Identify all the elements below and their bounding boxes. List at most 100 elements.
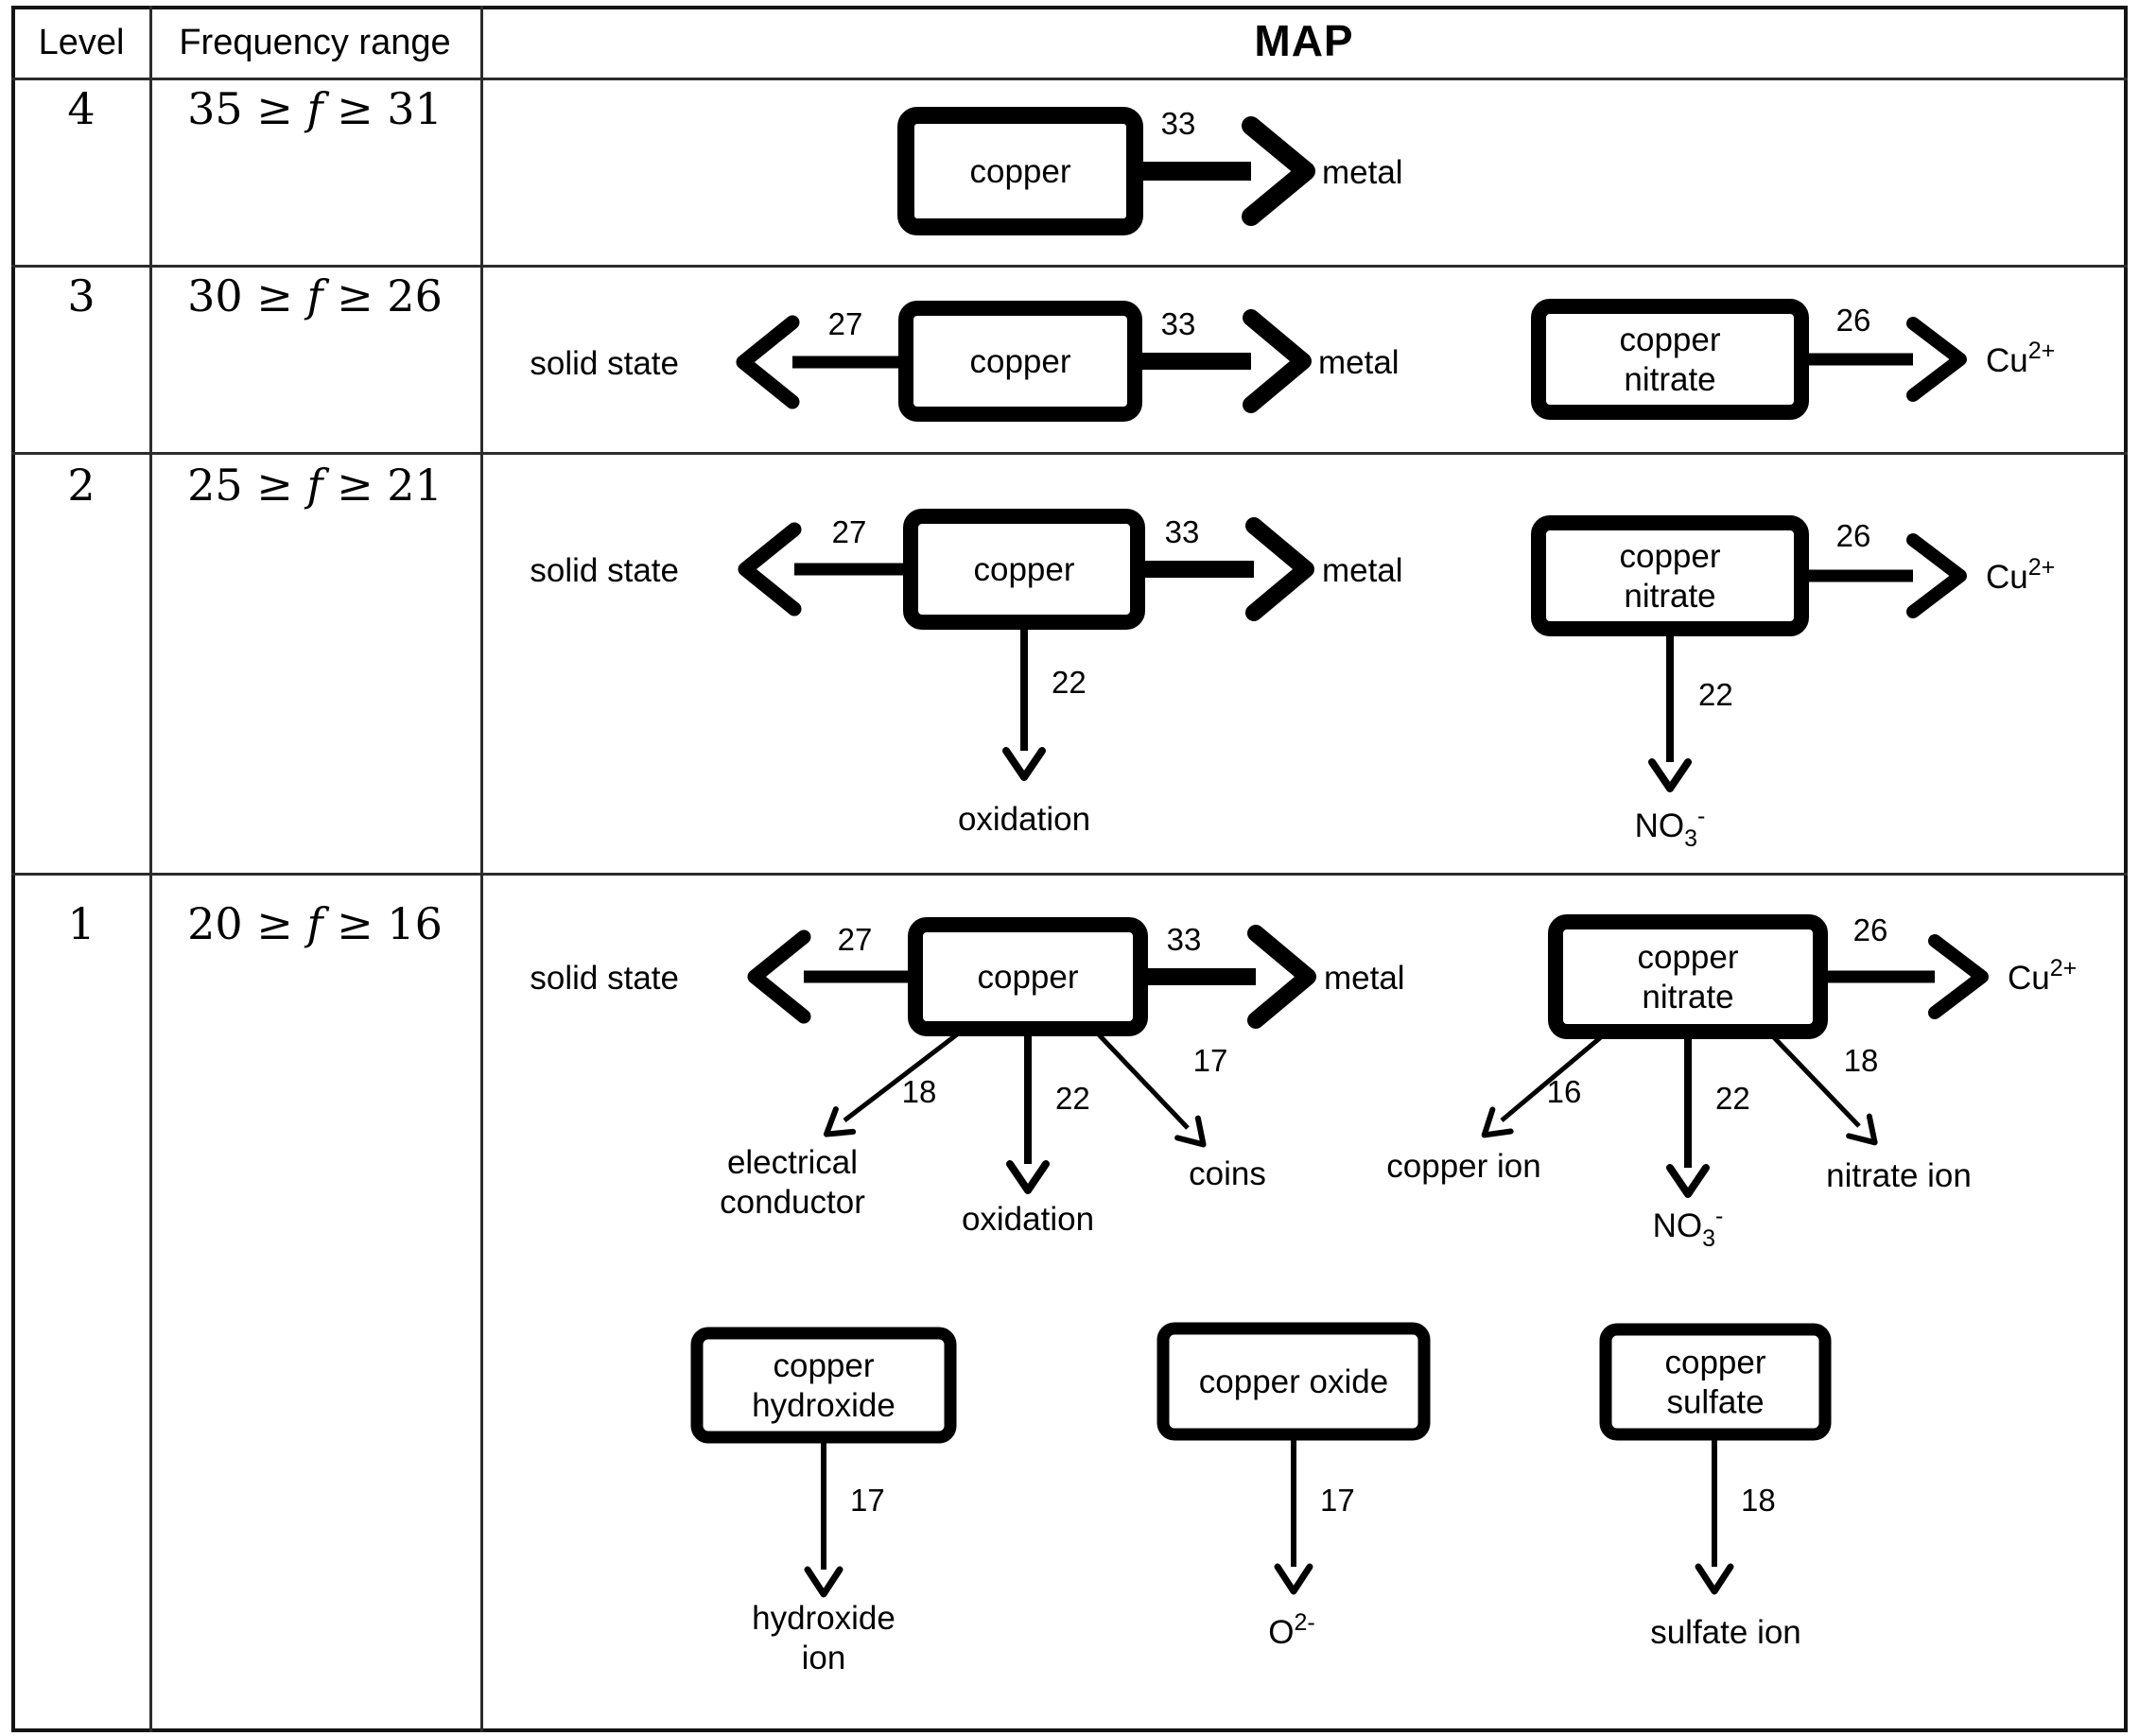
arrow-copper-nitrate-no3: 22 bbox=[1666, 1032, 1750, 1198]
row-divider-level2-level1 bbox=[11, 873, 2128, 876]
frequency-range-cell-1: 20 ≥ f ≥ 16 bbox=[149, 898, 480, 949]
arrow-copper-metal-frequency: 33 bbox=[1161, 106, 1196, 141]
label-oxidation: oxidation bbox=[962, 1201, 1094, 1238]
arrow-copper-nitrate-cu2plus-frequency: 26 bbox=[1836, 303, 1871, 338]
row-divider-level4-level3 bbox=[11, 265, 2128, 268]
level-cell-2: 2 bbox=[67, 460, 96, 511]
arrow-copper-solid-state: 27 bbox=[747, 922, 915, 1024]
column-divider-frequency-map bbox=[480, 6, 483, 1732]
arrow-copper-nitrate-nitrate-ion: 18 bbox=[1766, 1030, 1879, 1146]
arrow-copper-oxidation-frequency: 22 bbox=[1055, 1081, 1090, 1116]
freq-right: ≥ 16 bbox=[322, 898, 443, 949]
label-metal: metal bbox=[1324, 960, 1405, 997]
arrow-copper-sulfate-sulfate-ion-frequency: 18 bbox=[1741, 1483, 1776, 1518]
arrow-copper-oxidation-arrowhead-icon bbox=[1002, 747, 1046, 781]
label-copper-ion: copper ion bbox=[1386, 1148, 1540, 1185]
arrow-copper-solid-state: 27 bbox=[738, 514, 911, 616]
label-nitrate-ion: nitrate ion bbox=[1826, 1157, 1972, 1194]
level-cell-1: 1 bbox=[67, 898, 96, 949]
arrow-copper-metal: 33 bbox=[1140, 922, 1316, 1029]
column-header-level: Level bbox=[38, 23, 125, 62]
arrow-copper-electrical-conductor-arrowhead-icon bbox=[823, 1106, 857, 1137]
freq-variable-f: f bbox=[306, 898, 323, 949]
arrow-copper-nitrate-cu2plus-arrowhead-icon bbox=[1906, 533, 1967, 618]
label-solid-state: solid state bbox=[530, 345, 679, 382]
arrow-copper-nitrate-copper-ion: 16 bbox=[1481, 1030, 1609, 1138]
concept-box-copper-oxide-label: copper oxide bbox=[1199, 1363, 1388, 1400]
concept-box-copper-label: copper bbox=[969, 343, 1070, 380]
arrow-copper-hydroxide-hydroxide-ion-frequency: 17 bbox=[850, 1483, 885, 1518]
arrow-copper-oxidation-frequency: 22 bbox=[1052, 665, 1087, 700]
freq-variable-f: f bbox=[306, 83, 323, 134]
map-cell-level-4: copper 33 metal bbox=[897, 106, 1403, 235]
arrow-copper-nitrate-no3-arrowhead-icon bbox=[1666, 1164, 1710, 1198]
arrow-copper-metal: 33 bbox=[1135, 306, 1312, 413]
arrow-copper-solid-state-frequency: 27 bbox=[828, 306, 863, 341]
arrow-copper-electrical-conductor: 18 bbox=[823, 1027, 966, 1137]
arrow-copper-metal-frequency: 33 bbox=[1161, 306, 1196, 341]
arrow-copper-nitrate-no3-frequency: 22 bbox=[1698, 677, 1733, 712]
freq-left: 25 ≥ bbox=[187, 460, 307, 511]
arrow-copper-nitrate-nitrate-ion-frequency: 18 bbox=[1844, 1043, 1879, 1078]
arrow-copper-metal-frequency: 33 bbox=[1167, 922, 1202, 957]
label-oxidation: oxidation bbox=[958, 801, 1090, 838]
concept-box-copper-label: copper bbox=[969, 153, 1070, 190]
freq-variable-f: f bbox=[306, 270, 323, 321]
label-no3minus: NO3- bbox=[1653, 1203, 1724, 1252]
arrow-copper-nitrate-cu2plus-frequency: 26 bbox=[1836, 518, 1871, 553]
column-header-map: MAP bbox=[1254, 16, 1354, 65]
arrow-copper-nitrate-nitrate-ion-arrowhead-icon bbox=[1846, 1113, 1878, 1146]
freq-right: ≥ 31 bbox=[322, 83, 443, 134]
label-sulfate-ion: sulfate ion bbox=[1650, 1614, 1801, 1651]
frequency-range-cell-3: 30 ≥ f ≥ 26 bbox=[149, 270, 480, 321]
arrow-copper-nitrate-no3-arrowhead-icon bbox=[1648, 758, 1692, 792]
arrow-copper-coins-shaft bbox=[1091, 1027, 1190, 1130]
arrow-copper-metal: 33 bbox=[1138, 514, 1314, 621]
freq-right: ≥ 21 bbox=[322, 460, 443, 511]
arrow-copper-oxidation: 22 bbox=[1006, 1029, 1090, 1194]
arrow-copper-sulfate-sulfate-ion: 18 bbox=[1695, 1434, 1776, 1595]
arrow-copper-coins-arrowhead-icon bbox=[1174, 1115, 1207, 1148]
arrow-copper-coins: 17 bbox=[1091, 1027, 1228, 1148]
arrow-copper-solid-state: 27 bbox=[736, 306, 906, 409]
label-metal: metal bbox=[1318, 344, 1400, 381]
arrow-copper-electrical-conductor-frequency: 18 bbox=[902, 1074, 937, 1109]
label-cu2plus: Cu2+ bbox=[1986, 338, 2055, 379]
arrow-copper-oxide-o2minus-arrowhead-icon bbox=[1274, 1563, 1313, 1595]
label-cu2plus: Cu2+ bbox=[2008, 955, 2077, 997]
column-divider-level-frequency bbox=[149, 6, 152, 1732]
label-solid-state: solid state bbox=[530, 552, 679, 589]
arrow-copper-nitrate-cu2plus: 26 bbox=[1801, 518, 1967, 618]
arrow-copper-metal-arrowhead-icon bbox=[1247, 925, 1316, 1029]
arrow-copper-nitrate-copper-ion-shaft bbox=[1500, 1030, 1609, 1122]
arrow-copper-metal-arrowhead-icon bbox=[1243, 309, 1312, 413]
label-metal: metal bbox=[1322, 154, 1403, 191]
freq-variable-f: f bbox=[306, 460, 323, 511]
arrow-copper-solid-state-arrowhead-icon bbox=[736, 315, 800, 409]
freq-left: 35 ≥ bbox=[187, 83, 307, 134]
arrow-copper-solid-state-frequency: 27 bbox=[832, 514, 867, 549]
arrow-copper-oxide-o2minus: 17 bbox=[1274, 1434, 1355, 1595]
arrow-copper-nitrate-cu2plus-arrowhead-icon bbox=[1906, 317, 1967, 402]
arrow-copper-nitrate-no3-frequency: 22 bbox=[1715, 1081, 1750, 1116]
arrow-copper-nitrate-cu2plus: 26 bbox=[1820, 912, 1989, 1019]
arrow-copper-coins-frequency: 17 bbox=[1193, 1043, 1228, 1078]
table-outer-border bbox=[11, 6, 2128, 1732]
arrow-copper-metal-frequency: 33 bbox=[1165, 514, 1200, 549]
concept-box-copper-label: copper bbox=[977, 959, 1078, 996]
arrow-copper-nitrate-nitrate-ion-shaft bbox=[1766, 1030, 1861, 1128]
row-divider-level3-level2 bbox=[11, 452, 2128, 455]
arrow-copper-nitrate-cu2plus-arrowhead-icon bbox=[1928, 934, 1989, 1019]
arrow-copper-nitrate-no3: 22 bbox=[1648, 629, 1733, 792]
arrow-copper-solid-state-frequency: 27 bbox=[838, 922, 873, 957]
